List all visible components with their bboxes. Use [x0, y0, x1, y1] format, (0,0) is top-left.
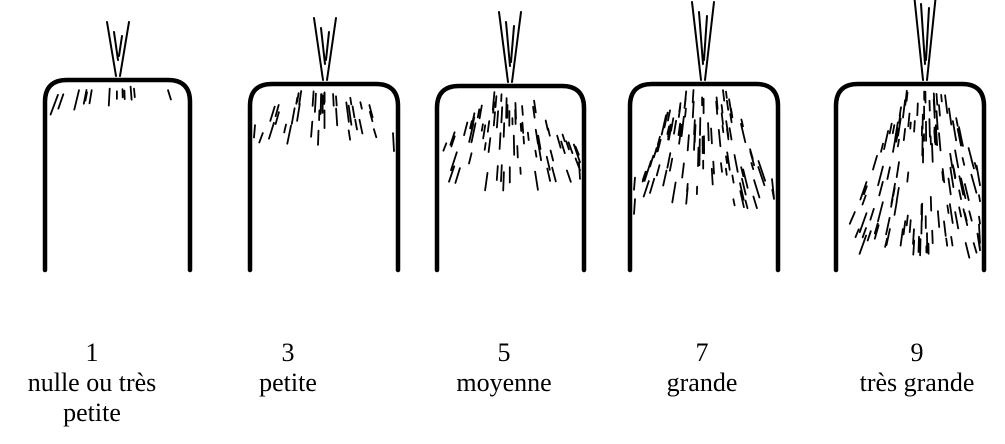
grain-hatching [254, 91, 394, 151]
level-5-score: 5 [424, 338, 584, 368]
grain-tuft [914, 0, 936, 80]
level-9-caption: 9 très grande [832, 338, 1002, 398]
grain-level-5 [437, 12, 584, 270]
level-1-score: 1 [2, 338, 182, 368]
grain-tuft [692, 2, 714, 80]
grain-level-7 [630, 2, 778, 270]
level-7-score: 7 [632, 338, 772, 368]
grain-hatching [443, 92, 580, 190]
grain-hatching [850, 91, 980, 258]
grain-outline [45, 80, 190, 270]
level-3-label: petite [218, 368, 358, 398]
grain-level-9 [836, 0, 984, 270]
grain-tuft [314, 18, 336, 80]
level-9-label: très grande [832, 368, 1002, 398]
level-3-score: 3 [218, 338, 358, 368]
grain-level-1 [45, 22, 190, 270]
level-7-caption: 7 grande [632, 338, 772, 398]
level-1-label: nulle ou très petite [2, 368, 182, 428]
level-3-caption: 3 petite [218, 338, 358, 398]
grain-outline [836, 84, 984, 270]
grain-tuft [107, 22, 129, 76]
level-5-label: moyenne [424, 368, 584, 398]
grain-tuft [499, 12, 521, 82]
level-5-caption: 5 moyenne [424, 338, 584, 398]
level-1-caption: 1 nulle ou très petite [2, 338, 182, 428]
level-7-label: grande [632, 368, 772, 398]
scale-figure [0, 0, 1005, 290]
grain-level-3 [250, 18, 398, 270]
level-9-score: 9 [832, 338, 1002, 368]
grain-hatching [51, 87, 171, 115]
grain-hatching [634, 90, 774, 214]
